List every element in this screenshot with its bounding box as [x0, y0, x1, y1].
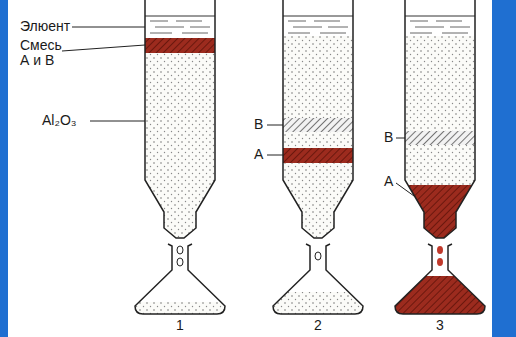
column-3 — [390, 0, 490, 316]
column-number: 3 — [436, 318, 444, 333]
column-1 — [130, 0, 230, 316]
band-label: В — [384, 130, 393, 145]
mixture-label: Смесь А и В — [20, 38, 68, 68]
eluent-label: Элюент — [20, 19, 70, 34]
band-label: А — [254, 147, 263, 162]
column-number: 2 — [314, 318, 322, 333]
column-number: 1 — [176, 318, 184, 333]
band-label: В — [254, 117, 263, 132]
column-2 — [268, 0, 368, 316]
band-label: А — [384, 174, 393, 189]
leader-lines — [62, 27, 414, 196]
sorbent-label: Al₂O₃ — [42, 113, 76, 128]
